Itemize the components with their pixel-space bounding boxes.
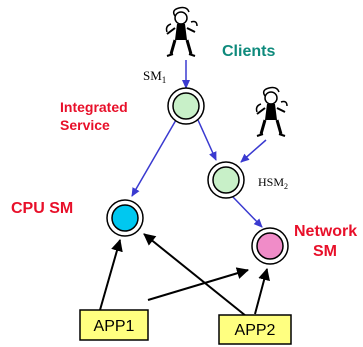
integrated-label-line1: Integrated <box>60 99 128 115</box>
clients-label: Clients <box>222 43 275 60</box>
client-right-icon <box>255 86 288 137</box>
edge-app1-to-network <box>147 267 249 301</box>
edge-app2-to-cpu <box>143 233 247 317</box>
app1-label: APP1 <box>94 318 135 335</box>
edge-sm1-to-cpu <box>131 119 177 197</box>
network-sm-label-line1: Network <box>294 223 357 240</box>
sm1-label: SM1 <box>143 68 166 85</box>
edge-sm1-to-hsm2 <box>197 119 217 161</box>
app2-label: APP2 <box>235 322 276 339</box>
hsm2-label: HSM2 <box>258 175 288 191</box>
cpu-sm-label: CPU SM <box>11 200 73 217</box>
app1-box: APP1 <box>79 309 149 341</box>
edge-app1-to-cpu <box>99 239 123 311</box>
hsm2-node <box>207 161 245 199</box>
edge-hsm2-to-network <box>231 195 263 228</box>
network-sm-label-line2: SM <box>313 243 337 260</box>
sm1-node <box>167 87 205 125</box>
app2-box: APP2 <box>218 314 292 345</box>
network-sm-node <box>251 227 289 265</box>
edge-app2-to-network <box>254 268 270 315</box>
cpu-sm-node <box>106 199 144 237</box>
client-top-icon <box>165 6 198 57</box>
integrated-label-line2: Service <box>60 117 110 133</box>
edge-client-to-hsm2 <box>240 139 267 163</box>
